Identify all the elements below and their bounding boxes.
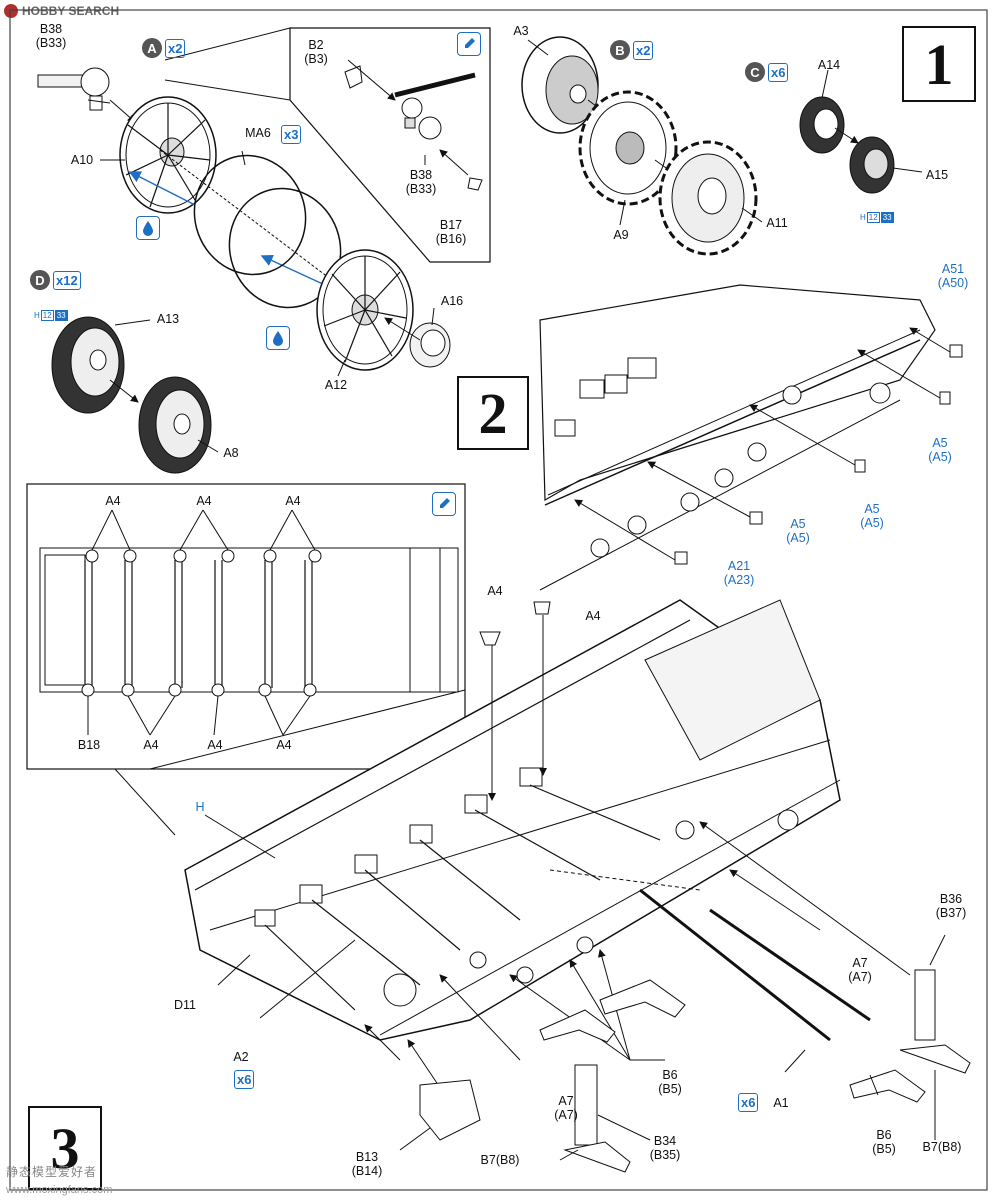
label-a13: A13 (156, 312, 180, 326)
step-2-number: 2 (457, 376, 529, 450)
badge-letter: C (745, 62, 765, 82)
hobby-search-logo-icon (4, 4, 18, 18)
label-a5-a5: A5(A5) (860, 502, 884, 530)
part-a14-roller (799, 96, 845, 154)
label-b34-b35: B34(B35) (649, 1134, 681, 1162)
label-b18: B18 (77, 738, 101, 752)
label-a4: A4 (487, 584, 503, 598)
label-a51-a50: A51(A50) (937, 262, 969, 290)
part-a11-sprocket (658, 140, 758, 256)
part-a13-road-wheel (51, 316, 125, 414)
badge-letter: B (610, 40, 630, 60)
label-a1: A1 (773, 1096, 789, 1110)
label-a8: A8 (223, 446, 239, 460)
cement-drop-icon (266, 326, 290, 350)
subassembly-b-badge: B x2 (610, 40, 654, 60)
label-a7-a7: A7(A7) (848, 956, 872, 984)
label-a4: A4 (105, 494, 121, 508)
subassembly-d-badge: D x12 (30, 270, 81, 290)
label-b38-b33-inset: B38(B33) (405, 168, 437, 196)
hull-top-view (39, 547, 459, 697)
badge-letter: A (142, 38, 162, 58)
badge-qty: x6 (768, 62, 789, 82)
label-a3: A3 (513, 24, 529, 38)
label-b17-b16: B17(B16) (435, 218, 467, 246)
label-a21-a23: A21(A23) (723, 559, 755, 587)
a1-quantity: x6 (738, 1093, 759, 1112)
label-a4: A4 (143, 738, 159, 752)
label-a10: A10 (70, 153, 94, 167)
label-b36-b37: B36(B37) (935, 892, 967, 920)
label-b6-b5: B6(B5) (872, 1128, 896, 1156)
badge-qty: x2 (165, 38, 186, 58)
label-a4: A4 (285, 494, 301, 508)
badge-qty: x12 (53, 270, 81, 290)
label-b13-b14: B13(B14) (351, 1150, 383, 1178)
part-b2-clip (344, 65, 363, 89)
subassembly-a-badge: A x2 (142, 38, 186, 58)
part-b38-axle-inset (394, 72, 476, 140)
watermark-cn: 静态模型爱好者 (6, 1165, 98, 1179)
label-a7-a7: A7(A7) (554, 1094, 578, 1122)
cement-brush-icon (457, 32, 481, 56)
label-ma6: MA6 (245, 126, 271, 140)
site-name: HOBBY SEARCH (22, 4, 120, 18)
label-a4: A4 (196, 494, 212, 508)
label-a9: A9 (613, 228, 629, 242)
part-b38-stub (37, 67, 110, 111)
label-a16: A16 (440, 294, 464, 308)
hull-lower-assembly (184, 599, 841, 1041)
label-a4: A4 (585, 609, 601, 623)
hull-side-assembly (539, 284, 936, 591)
step-1-number: 1 (902, 26, 976, 102)
label-b7-b8: B7(B8) (922, 1140, 962, 1154)
ma6-quantity: x3 (281, 125, 302, 144)
part-a10-idler-wheel (119, 96, 217, 214)
a2-quantity: x6 (234, 1070, 255, 1089)
label-a4: A4 (276, 738, 292, 752)
part-a12-idler-wheel (316, 249, 414, 371)
part-a9-sprocket (578, 90, 678, 206)
label-a2: A2 (233, 1050, 249, 1064)
label-b2-b3: B2(B3) (304, 38, 328, 66)
label-a14: A14 (817, 58, 841, 72)
part-a3-sprocket-housing (521, 36, 599, 134)
step-3-number: 3 (28, 1106, 102, 1190)
badge-letter: D (30, 270, 50, 290)
label-a5-a5: A5(A5) (928, 436, 952, 464)
badge-qty: x2 (633, 40, 654, 60)
part-a15-roller (849, 136, 895, 194)
label-a15: A15 (925, 168, 949, 182)
label-a4: A4 (207, 738, 223, 752)
cement-brush-icon (432, 492, 456, 516)
label-b38-b33: B38(B33) (35, 22, 67, 50)
site-header: HOBBY SEARCH (4, 4, 119, 18)
label-a5-a5: A5(A5) (786, 517, 810, 545)
label-b6-b5: B6(B5) (658, 1068, 682, 1096)
subassembly-c-badge: C x6 (745, 62, 789, 82)
label-b7-b8: B7(B8) (480, 1153, 520, 1167)
label-a12: A12 (324, 378, 348, 392)
part-a8-road-wheel (138, 376, 212, 474)
label-a11: A11 (766, 216, 788, 230)
label-d11: D11 (173, 998, 196, 1012)
watermark-url: www.moxingfans.com (6, 1184, 113, 1196)
paint-callout-a15: H 12 33 (860, 212, 894, 223)
label-h: H (195, 800, 205, 814)
suspension-arms (539, 969, 971, 1173)
part-a16-hub-cap (409, 322, 451, 368)
cement-drop-icon (136, 216, 160, 240)
paint-callout-a13: H 12 33 (34, 310, 68, 321)
